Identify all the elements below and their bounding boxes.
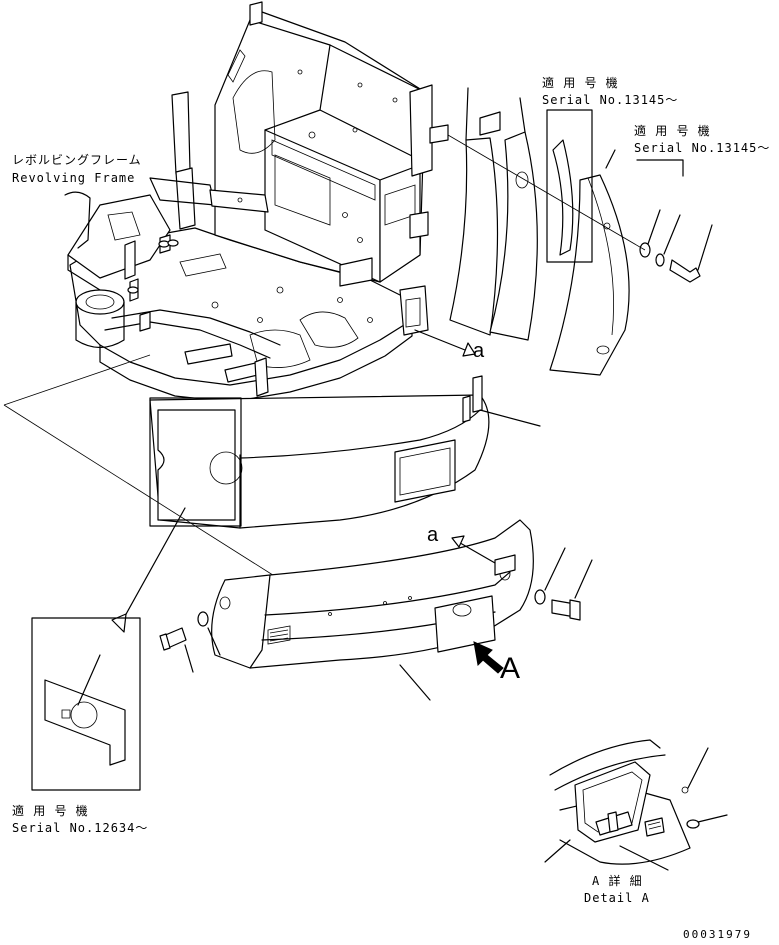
- rear-cover: [160, 520, 592, 700]
- serial-box-outline: [547, 110, 592, 262]
- serial-right-label-en: Serial No.13145～: [634, 141, 771, 155]
- serial-bottom-label-jp: 適 用 号 機: [12, 804, 89, 818]
- view-label-a-mid: a: [427, 524, 439, 546]
- revolving-frame: [65, 92, 428, 402]
- inset-detail-left: [32, 508, 185, 790]
- serial-top-label-en: Serial No.13145～: [542, 93, 679, 107]
- tank-housing: [210, 2, 448, 286]
- side-panels: [448, 88, 712, 375]
- serial-top-label-jp: 適 用 号 機: [542, 76, 619, 90]
- view-arrow-a-top: [415, 330, 475, 356]
- serial-right-label-jp: 適 用 号 機: [634, 124, 711, 138]
- detail-a-label-en: Detail A: [584, 891, 650, 905]
- view-label-a-top: a: [473, 340, 485, 362]
- revolving-frame-label-jp: レボルビングフレーム: [12, 153, 142, 167]
- view-arrow-big-a: [474, 642, 503, 673]
- drawing-number: 00031979: [683, 928, 752, 941]
- serial-bottom-label-en: Serial No.12634～: [12, 821, 149, 835]
- detail-a-label-jp: A 詳 細: [592, 874, 643, 888]
- counterweight: [4, 355, 540, 577]
- revolving-frame-label-en: Revolving Frame: [12, 171, 136, 185]
- view-label-big-a: A: [500, 652, 521, 685]
- detail-a: [545, 740, 727, 870]
- view-arrow-a-mid: [452, 536, 495, 563]
